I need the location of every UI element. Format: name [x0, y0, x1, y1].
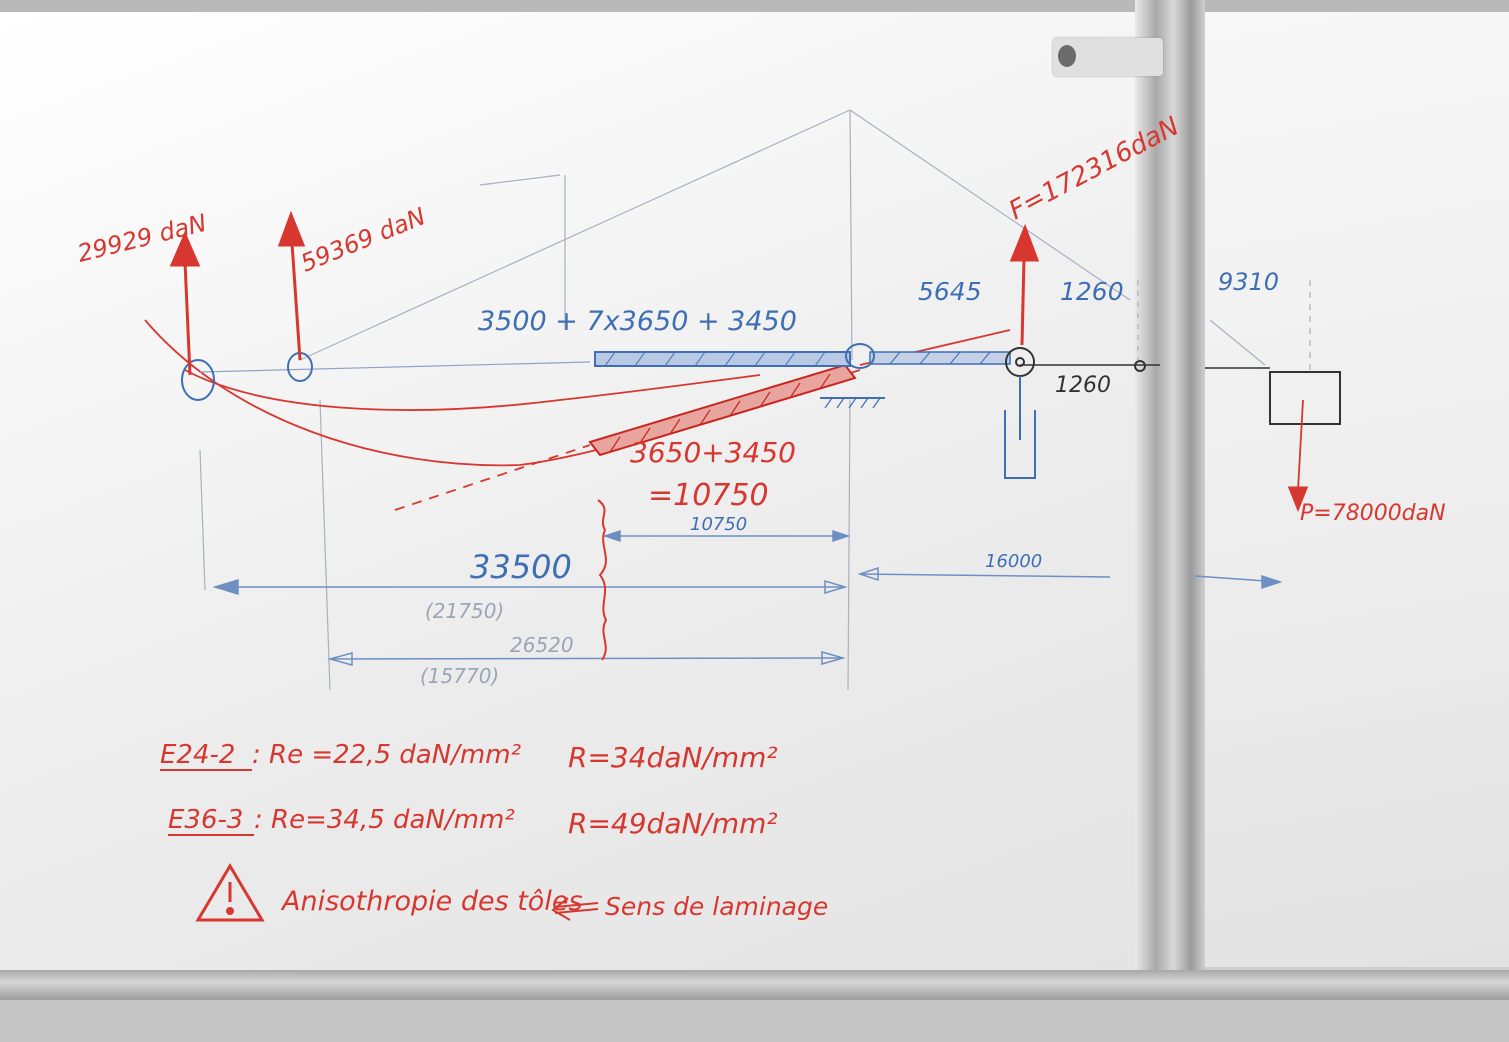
vertical-guide-4 [847, 399, 851, 691]
right-diagonal [1209, 319, 1266, 366]
label-re-e36: : Re=34,5 daN/mm² [254, 805, 515, 835]
construction-lines [199, 109, 1311, 691]
vertical-guide-1 [199, 449, 206, 591]
construction-dash [479, 174, 561, 186]
cylinder-pin-center-icon [1015, 357, 1025, 367]
label-r-e36: R=49daN/mm² [568, 807, 778, 840]
label-5645: 5645 [918, 277, 982, 306]
label-grade-e24: E24-2 [160, 740, 235, 770]
curve-inner [184, 369, 761, 411]
left-pin-icon [181, 359, 215, 401]
label-red-formula: 3650+3450 [630, 436, 796, 469]
hydraulic-cylinder-icon [1004, 410, 1036, 479]
arrowhead-reaction-1-icon [169, 231, 201, 267]
arrow-reaction-2 [290, 242, 302, 361]
floor [0, 1000, 1509, 1042]
board-frame-bottom [0, 970, 1509, 1000]
label-red-result: =10750 [648, 478, 769, 513]
labels: 29929 daN 59369 daN F=172316daN P=78000d… [75, 111, 1446, 921]
label-21750: (21750) [425, 599, 504, 623]
label-1260-bottom: 1260 [1055, 373, 1111, 398]
dim-line-26520 [329, 657, 844, 660]
red-dashed-extension [394, 444, 591, 511]
roof-post [849, 109, 853, 361]
label-33500: 33500 [470, 548, 572, 586]
board-frame-divider [1135, 0, 1205, 990]
whiteboard-right-panel [1205, 12, 1509, 967]
vertical-guide-2 [319, 399, 331, 691]
arrowhead-reaction-2-icon [277, 210, 306, 247]
label-warning: Anisothropie des tôles [280, 886, 583, 917]
label-load: P=78000daN [1300, 501, 1446, 526]
dim-line-16000 [859, 573, 1111, 578]
warning-icon [195, 863, 265, 922]
label-r-e24: R=34daN/mm² [568, 741, 778, 774]
board-frame-top [0, 0, 1509, 14]
dimension-lines [212, 529, 1283, 666]
end-pin-icon [1134, 360, 1146, 372]
whiteboard-left-panel [0, 12, 1160, 977]
red-brace [597, 499, 608, 661]
label-reaction-2: 59369 daN [297, 202, 430, 277]
supports [181, 343, 1341, 479]
roof-line-right [849, 109, 1131, 301]
arrow-hydraulic [1020, 257, 1026, 346]
center-hinge-icon [845, 343, 875, 369]
label-hydraulic-force: F=172316daN [1004, 111, 1184, 226]
arrow-reaction-1 [183, 261, 192, 376]
arrow-load [1297, 399, 1304, 491]
label-span-formula: 3500 + 7x3650 + 3450 [478, 306, 797, 337]
label-9310: 9310 [1218, 268, 1279, 296]
roof-line-left [299, 109, 851, 361]
force-arrows [169, 210, 1309, 513]
load-block-icon [1269, 371, 1341, 425]
deflection-curves [144, 319, 1011, 511]
arrowhead-hydraulic-icon [1009, 223, 1040, 262]
label-1260-top: 1260 [1060, 277, 1124, 306]
label-26520: 26520 [510, 633, 574, 657]
magnet-knob-icon [1058, 45, 1076, 67]
label-grade-e36: E36-3 [168, 805, 243, 835]
label-10750: 10750 [690, 514, 747, 535]
left-arrow-icon [551, 897, 599, 921]
label-15770: (15770) [420, 664, 499, 688]
blue-beam [199, 351, 1270, 373]
label-re-e24: : Re =22,5 daN/mm² [252, 740, 521, 770]
ground-hatch-icon [824, 397, 881, 409]
arrowhead-load-icon [1287, 486, 1309, 513]
red-hatched-member [588, 363, 857, 457]
label-warning-arrow: Sens de laminage [605, 892, 828, 921]
label-16000: 16000 [985, 551, 1042, 572]
